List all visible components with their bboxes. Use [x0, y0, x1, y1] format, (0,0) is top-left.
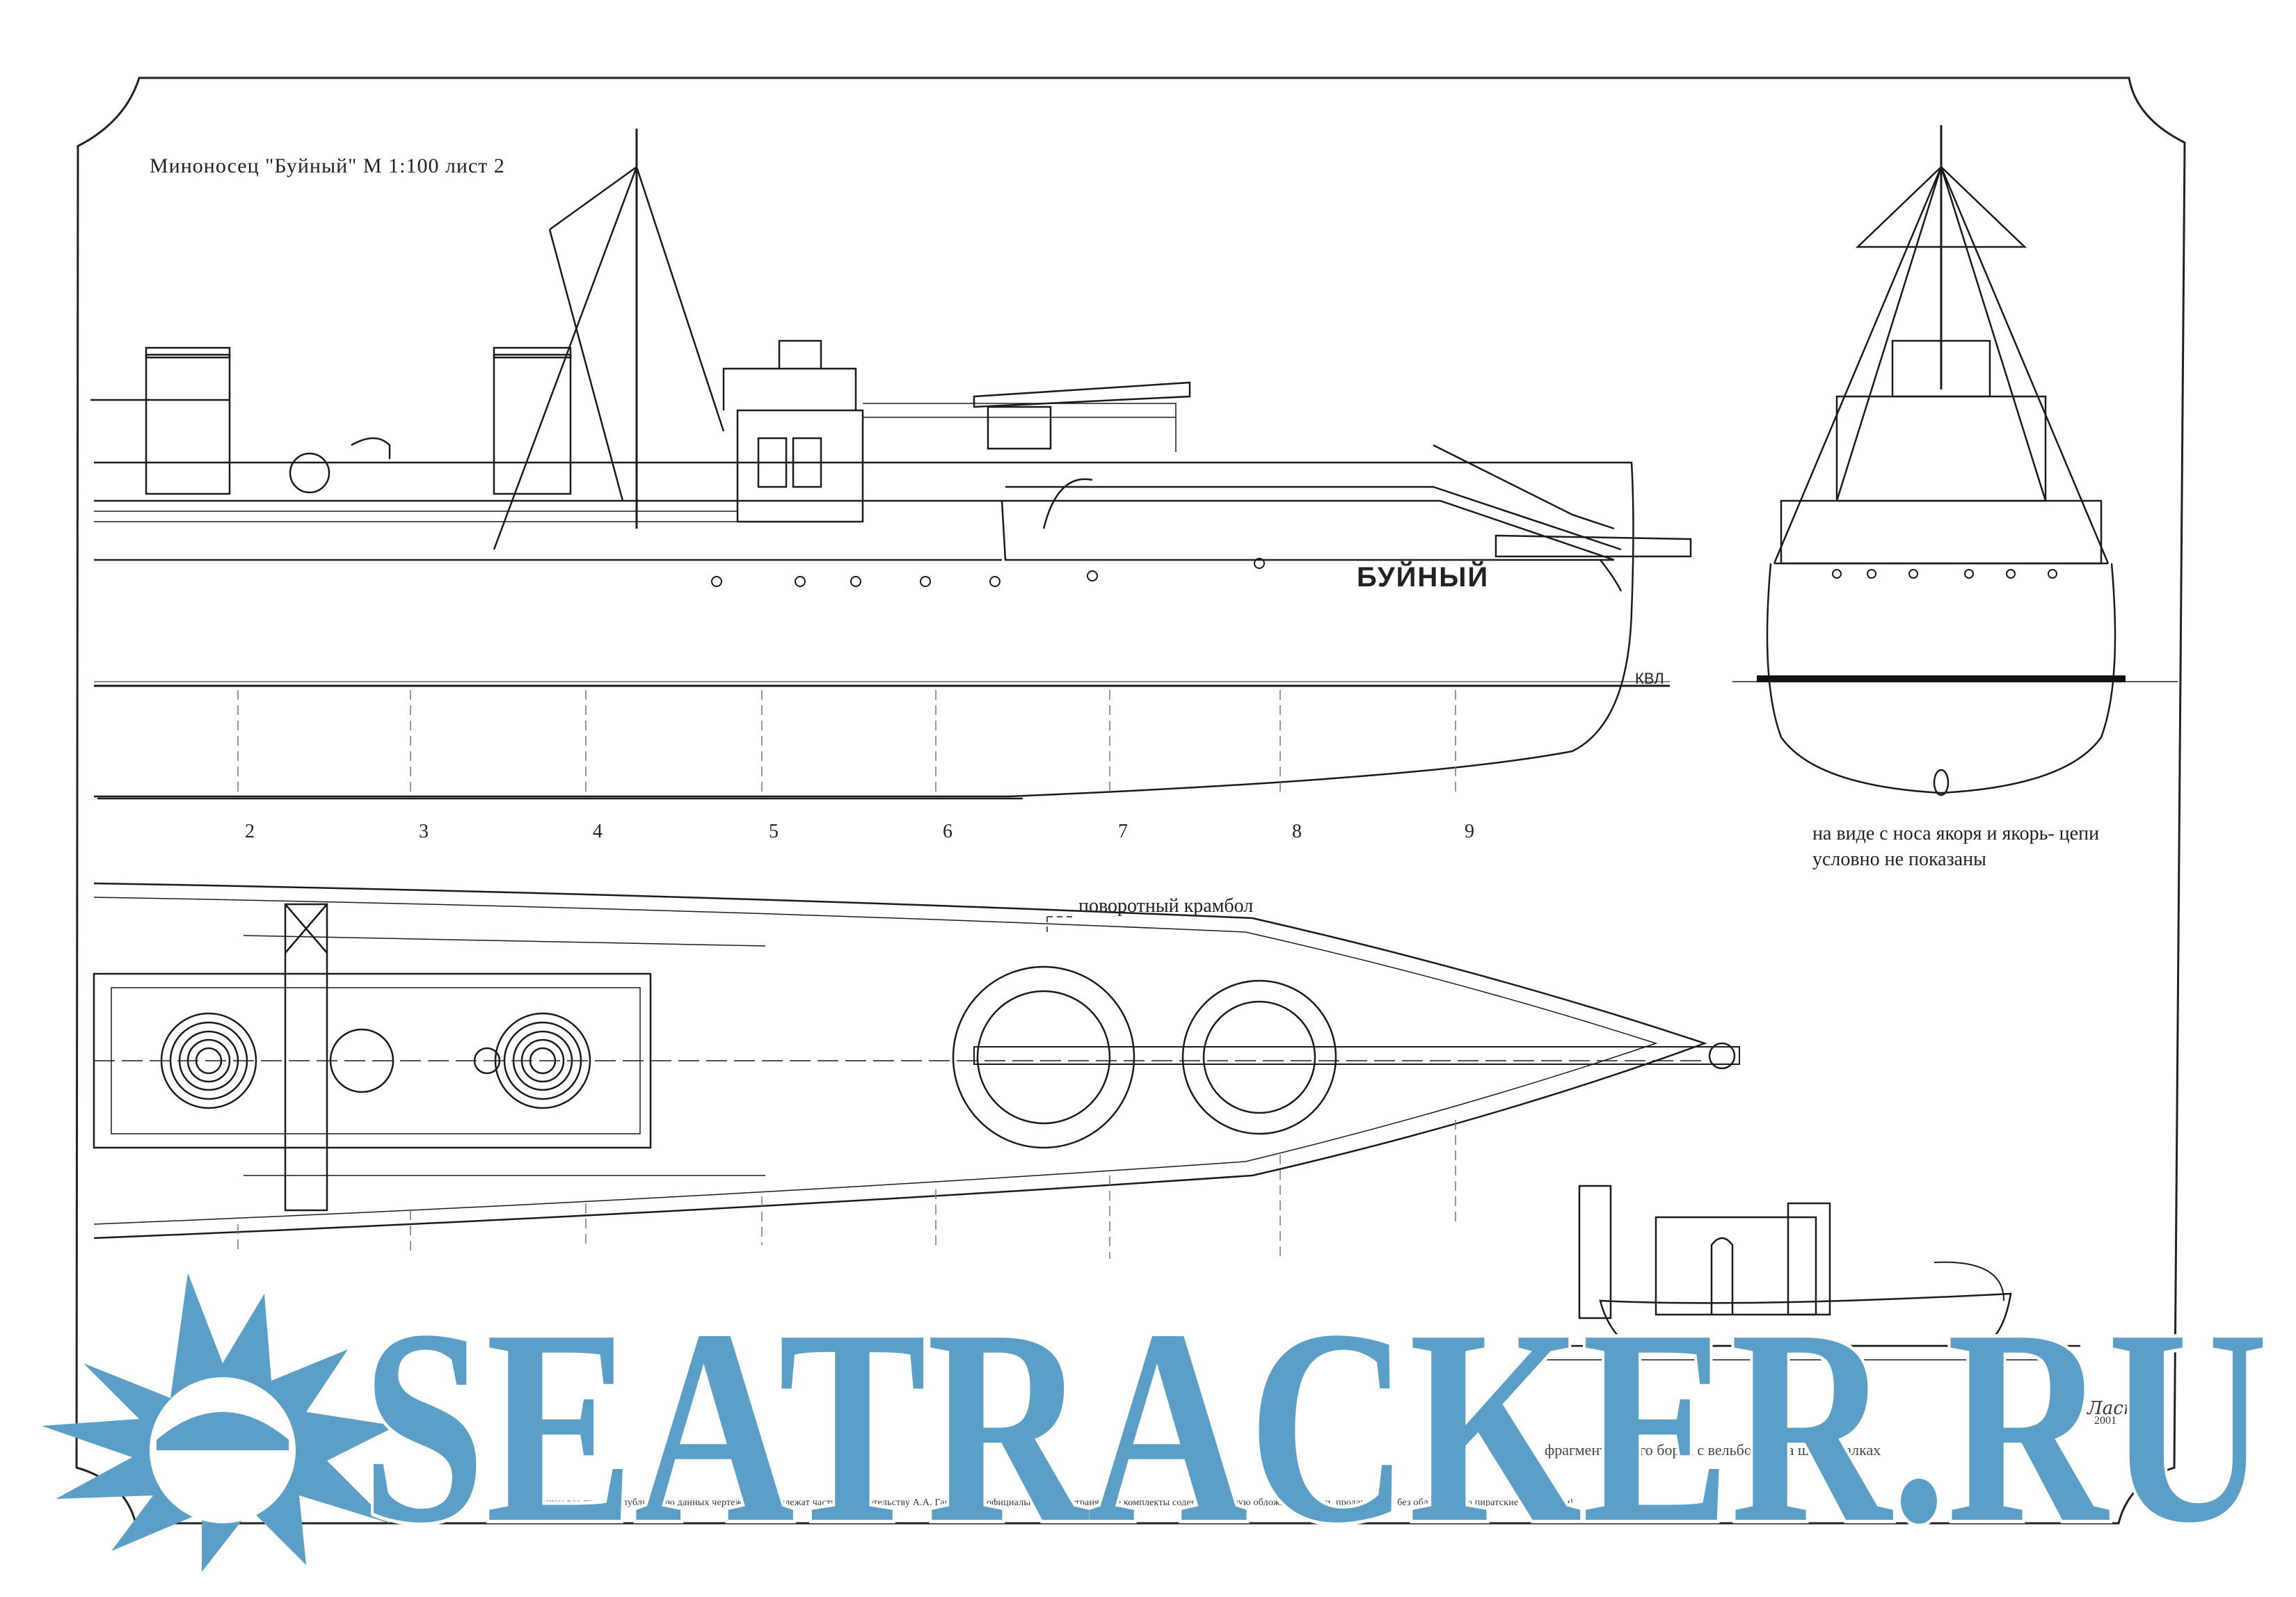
- frame-number: 7: [1118, 821, 1128, 842]
- gun-turntable-fore: [1181, 979, 1337, 1135]
- frame-number: 6: [943, 821, 952, 842]
- gun-turntable-aft: [952, 965, 1135, 1149]
- signature-year: 2001: [2094, 1415, 2116, 1427]
- funnel-grating-aft: [160, 1012, 257, 1109]
- author-signature: Ласков: [2087, 1398, 2156, 1419]
- bow-view-note-line2: условно не показаны: [1812, 849, 1986, 870]
- copyright-symbol: ©: [2063, 1407, 2075, 1425]
- frame-number: 2: [245, 821, 255, 842]
- fore-funnel: [493, 353, 572, 495]
- bow-view-note-line1: на виде с носа якоря и якорь- цепи: [1812, 823, 2100, 844]
- deck-plan: [93, 882, 1740, 1259]
- watermark-logo: SEATRACKER.RU: [362, 1283, 2272, 1575]
- watermark-sun: [42, 1273, 397, 1572]
- funnel-grating-fore: [494, 1012, 591, 1109]
- frame-number: 5: [769, 821, 779, 842]
- frame-number: 4: [593, 821, 603, 842]
- sheet-title: Миноносец "Буйный" М 1:100 лист 2: [150, 154, 505, 177]
- watermark-text: SEATRACKER.RU: [362, 1283, 2268, 1575]
- hull-upper-line: [94, 499, 1614, 561]
- aft-funnel: [145, 353, 231, 495]
- whaleboat: [1599, 1292, 2012, 1347]
- sheet-border: [75, 77, 2186, 1525]
- boat-fragment-caption: фрагмент левого борта с вельботом на шлю…: [1545, 1441, 1881, 1459]
- bow-view: [1732, 125, 2178, 796]
- forward-gun: [973, 381, 1191, 408]
- deck-outline: [93, 882, 1707, 1239]
- copyright-notice: Внимание: все права на публикацию данных…: [518, 1498, 1574, 1508]
- waterline-label: КВЛ: [1635, 670, 1664, 687]
- frame-number: 9: [1465, 821, 1474, 842]
- frame-number: 8: [1292, 821, 1302, 842]
- bridge-deckhouse: [736, 409, 864, 523]
- side-elevation: [90, 129, 1692, 800]
- swivel-cathead-label: поворотный крамбол: [1078, 895, 1254, 917]
- boat-fragment: [1531, 1185, 2080, 1361]
- bow-hull: [1766, 563, 2116, 794]
- ship-name-label: БУЙНЫЙ: [1357, 562, 1490, 593]
- frame-number: 3: [419, 821, 429, 842]
- hull-outline: [94, 461, 1634, 798]
